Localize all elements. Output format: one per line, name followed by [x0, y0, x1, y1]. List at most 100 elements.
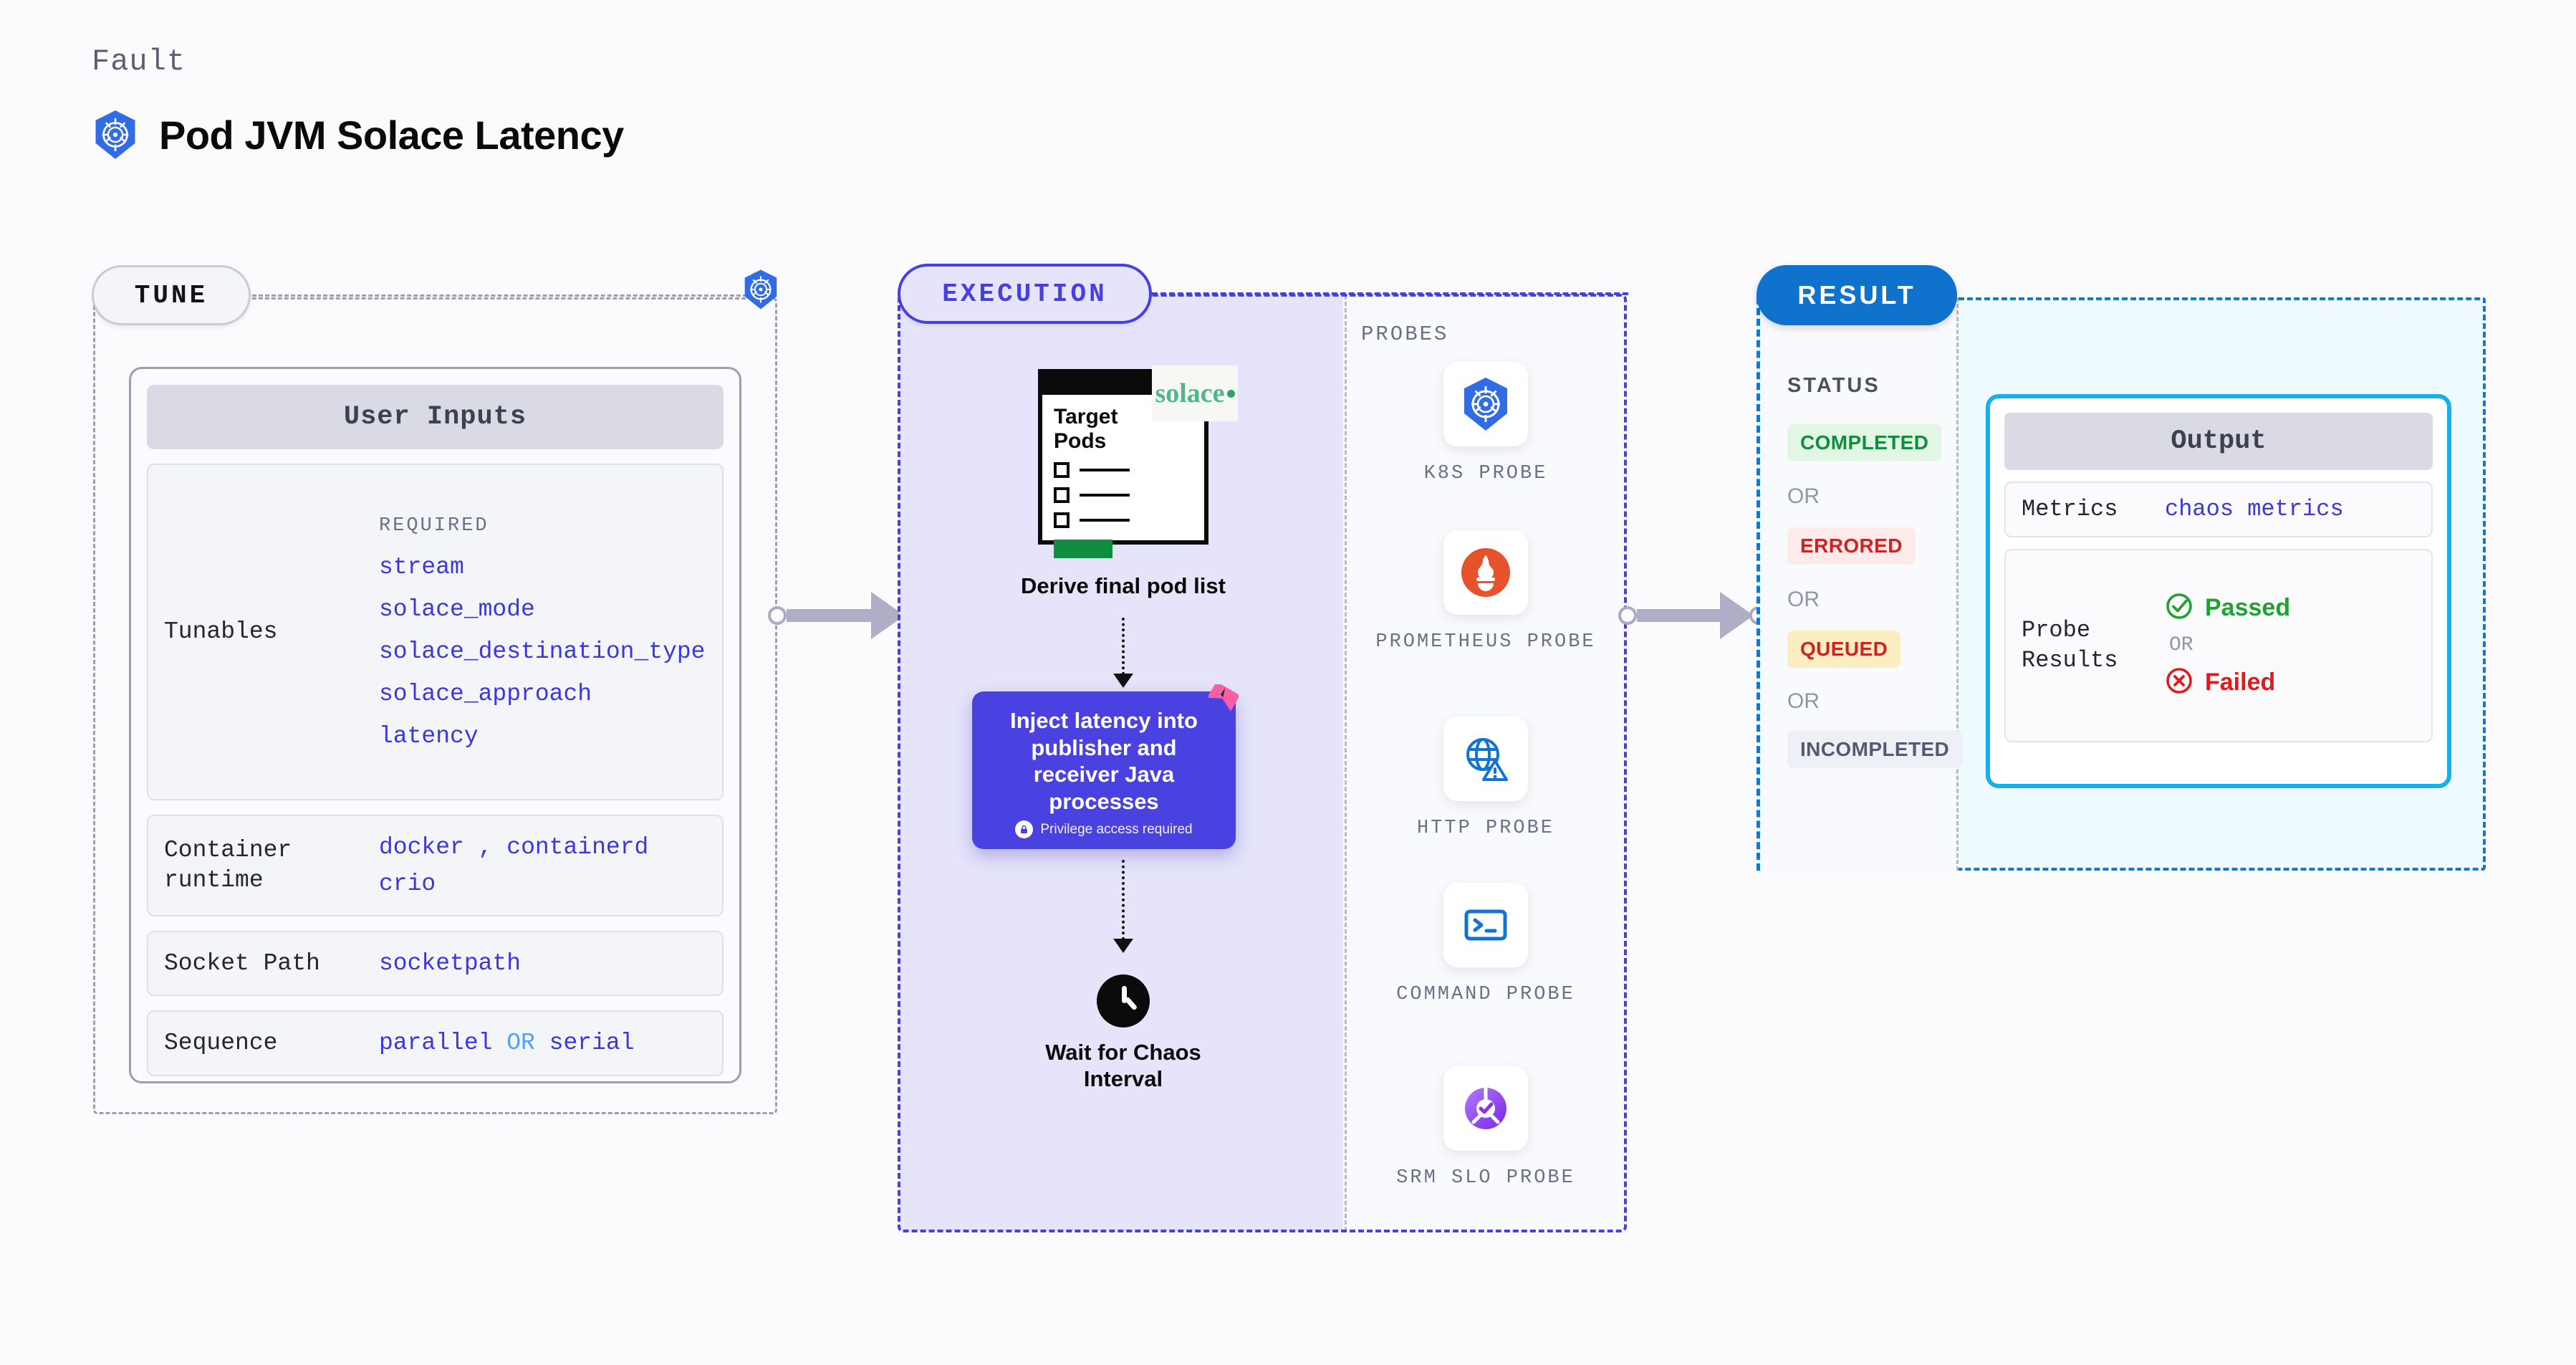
status-badge-incompleted: INCOMPLETED [1787, 731, 1963, 768]
privilege-note: Privilege access required [991, 820, 1217, 838]
probe-result-passed: Passed [2165, 592, 2290, 624]
globe-warning-icon [1443, 717, 1528, 801]
execution-badge[interactable]: EXECUTION [898, 264, 1152, 324]
tunable-item[interactable]: solace_approach [379, 680, 592, 707]
user-inputs-card: User Inputs Tunables REQUIRED stream sol… [129, 367, 741, 1083]
probe-k8s[interactable]: K8S PROBE [1345, 362, 1627, 487]
clipboard-list-item [1054, 512, 1194, 529]
output-title: Output [2171, 426, 2267, 456]
tunables-row: Tunables REQUIRED stream solace_mode sol… [147, 464, 724, 800]
flow-arrow-head [1113, 939, 1133, 953]
kubernetes-icon [1443, 362, 1528, 446]
clipboard-progress-bar [1054, 540, 1112, 559]
execution-panel [898, 294, 1627, 1232]
probe-label: SRM SLO PROBE [1396, 1167, 1575, 1189]
output-header: Output [2004, 413, 2433, 470]
sequence-parallel[interactable]: parallel [379, 1030, 493, 1057]
user-inputs-header: User Inputs [147, 385, 724, 449]
container-runtime-row: Container runtime docker , containerd cr… [147, 815, 724, 917]
check-circle-icon [2165, 592, 2193, 624]
runtime-containerd[interactable]: containerd [506, 834, 649, 861]
passed-label: Passed [2205, 594, 2291, 622]
connector-execution-to-result [1618, 592, 1768, 639]
kubernetes-icon [741, 269, 780, 314]
tune-panel [93, 297, 777, 1114]
status-title: STATUS [1787, 374, 1880, 397]
tunables-label: Tunables [164, 618, 278, 645]
status-badge-queued: QUEUED [1787, 631, 1901, 668]
flow-arrow-line [1122, 860, 1125, 940]
tunable-item[interactable]: solace_destination_type [379, 638, 706, 665]
socket-path-value[interactable]: socketpath [379, 950, 522, 977]
probe-label: COMMAND PROBE [1396, 984, 1575, 1005]
container-runtime-label: Container runtime [164, 836, 292, 894]
connector-bar [1637, 609, 1721, 622]
result-badge-label: RESULT [1797, 280, 1916, 310]
probe-result-failed: Failed [2165, 666, 2290, 699]
connector-bar [787, 609, 873, 622]
flow-arrow-head [1113, 674, 1133, 688]
probe-http[interactable]: HTTP PROBE [1345, 717, 1627, 841]
metrics-row: Metrics chaos metrics [2004, 482, 2433, 537]
probe-label: PROMETHEUS PROBE [1375, 631, 1596, 653]
probe-result-or: OR [2169, 634, 2193, 657]
execution-dashed-connector [1152, 292, 1628, 295]
status-badge-completed: COMPLETED [1787, 424, 1942, 461]
tunable-item[interactable]: stream [379, 553, 464, 580]
connector-start-dot [1618, 606, 1637, 625]
sequence-row: Sequence parallel OR serial [147, 1010, 724, 1076]
probe-label: K8S PROBE [1423, 463, 1548, 484]
tunable-item[interactable]: latency [379, 722, 479, 749]
output-card: Output Metrics chaos metrics Probe Resul… [1986, 394, 2451, 788]
connector-start-dot [768, 606, 787, 625]
kubernetes-icon [92, 109, 139, 161]
srm-slo-donut-icon [1443, 1066, 1528, 1151]
user-inputs-title: User Inputs [343, 402, 527, 432]
result-badge[interactable]: RESULT [1756, 265, 1957, 325]
privilege-note-text: Privilege access required [1040, 821, 1193, 837]
clipboard-list-item [1054, 487, 1194, 504]
probe-label: HTTP PROBE [1416, 818, 1555, 839]
probe-srm-slo[interactable]: SRM SLO PROBE [1345, 1066, 1627, 1191]
tune-badge[interactable]: TUNE [92, 265, 251, 325]
status-or: OR [1787, 689, 1820, 713]
runtime-separator: , [478, 834, 493, 861]
probe-results-row: Probe Results Passed OR [2004, 548, 2433, 742]
prometheus-icon [1443, 530, 1528, 615]
runtime-crio[interactable]: crio [379, 871, 436, 898]
tune-badge-label: TUNE [134, 280, 208, 310]
fault-kicker: Fault [92, 44, 186, 79]
derive-pod-list-caption: Derive final pod list [1021, 573, 1226, 598]
terminal-icon [1443, 883, 1528, 967]
wait-label-line1: Wait for Chaos [1045, 1040, 1201, 1065]
page-header: Fault Pod JVM Solace [92, 44, 624, 161]
ribbon-bookmark-icon [1207, 681, 1240, 719]
connector-arrowhead [1720, 592, 1754, 639]
status-badge-errored: ERRORED [1787, 527, 1916, 565]
clipboard-title-line1: Target [1054, 405, 1118, 428]
metrics-value[interactable]: chaos metrics [2165, 496, 2344, 523]
socket-path-label: Socket Path [164, 949, 320, 977]
status-or: OR [1787, 484, 1820, 508]
connector-tune-to-execution [768, 592, 919, 639]
probe-command[interactable]: COMMAND PROBE [1345, 883, 1627, 1007]
required-label: REQUIRED [379, 514, 489, 537]
sequence-serial[interactable]: serial [549, 1030, 635, 1057]
inject-latency-text: Inject latency into publisher and receiv… [1010, 708, 1198, 814]
flow-arrow-line [1122, 618, 1125, 675]
clipboard-list-item [1054, 462, 1194, 479]
inject-latency-step: Inject latency into publisher and receiv… [972, 691, 1236, 849]
probe-results-label: Probe Results [2022, 617, 2118, 674]
tunable-item[interactable]: solace_mode [379, 595, 535, 623]
clock-icon [1097, 974, 1150, 1028]
status-or: OR [1787, 588, 1820, 611]
x-circle-icon [2165, 666, 2193, 699]
execution-badge-label: EXECUTION [942, 279, 1107, 309]
runtime-docker[interactable]: docker [379, 834, 464, 861]
sequence-label: Sequence [164, 1029, 278, 1056]
page-title: Pod JVM Solace Latency [159, 112, 624, 158]
clipboard-title-line2: Pods [1054, 428, 1107, 453]
solace-wordmark: solace [1155, 378, 1225, 408]
probe-prometheus[interactable]: PROMETHEUS PROBE [1345, 530, 1627, 655]
result-panel [1756, 297, 1959, 871]
